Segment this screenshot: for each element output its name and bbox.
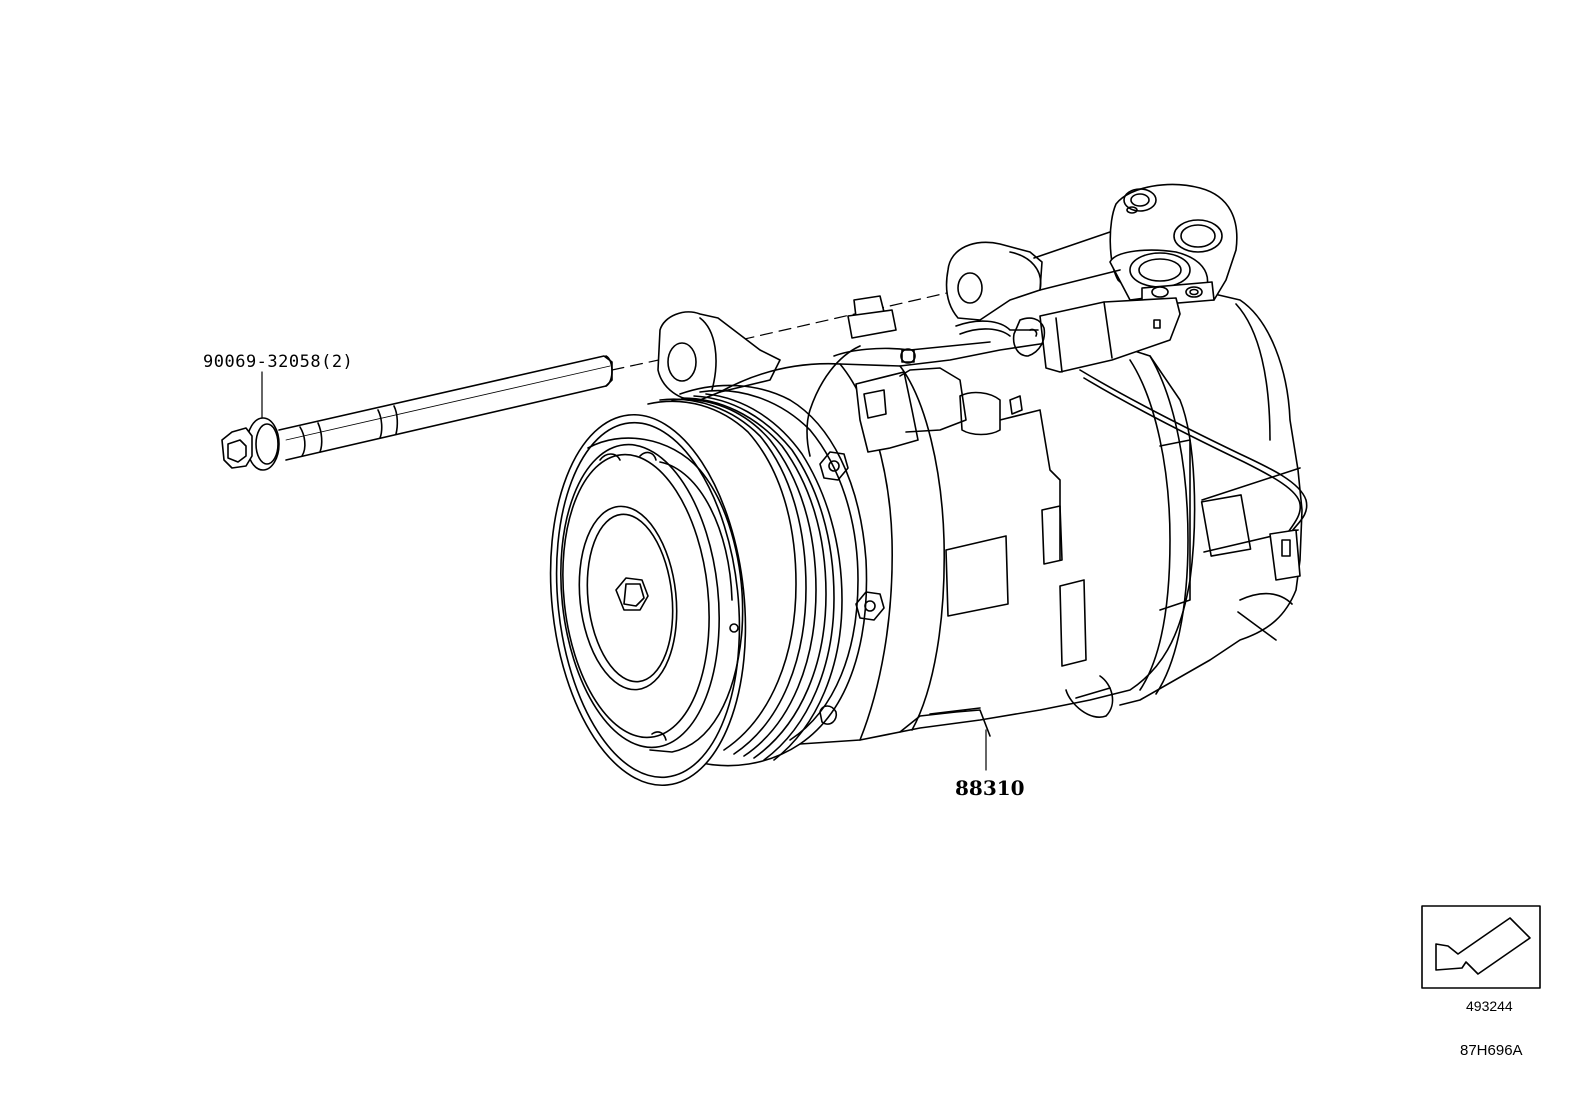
bolt-part-number-label: 90069-32058(2) [203, 352, 354, 372]
compressor-part-number-label: 88310 [955, 776, 1025, 800]
bolt-illustration [222, 290, 960, 470]
view-reference-box [1422, 906, 1540, 988]
compressor-illustration [533, 185, 1307, 795]
view-reference-number: 493244 [1466, 998, 1513, 1014]
direction-arrow-icon [1436, 918, 1530, 974]
illustration-id: 87H696A [1460, 1042, 1523, 1059]
